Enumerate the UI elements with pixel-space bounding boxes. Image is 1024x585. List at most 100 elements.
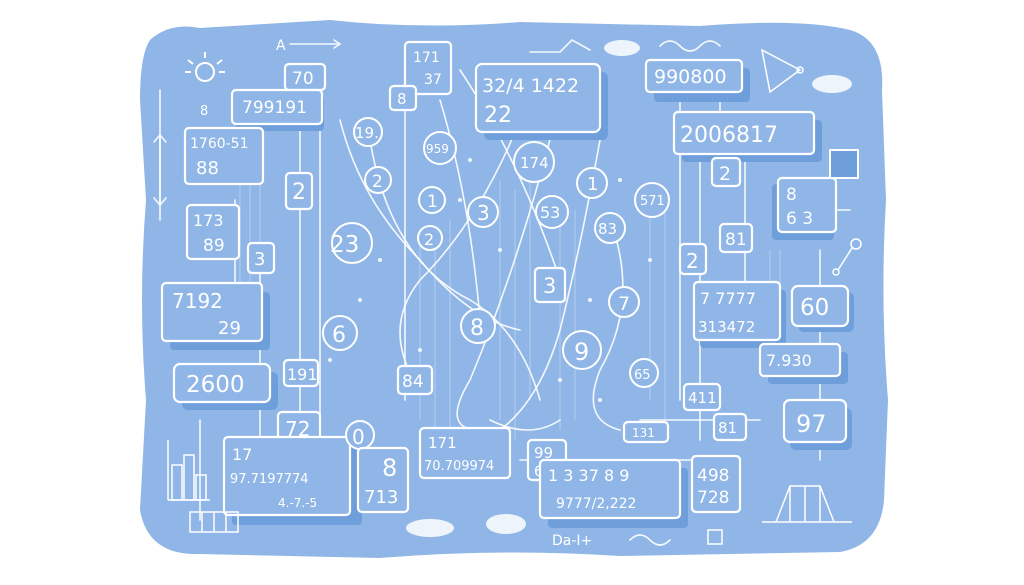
- arrow-icon: [289, 39, 342, 49]
- value-97-7197774: 97.7197774: [230, 472, 309, 487]
- value-bottom-171: 171: [428, 434, 457, 452]
- value-498: 498: [697, 466, 729, 486]
- value-37: 37: [424, 72, 442, 88]
- box-7192-29: [160, 281, 264, 343]
- box-60: [790, 284, 850, 328]
- value-171: 171: [413, 50, 440, 66]
- value-right-6-3: 6 3: [786, 209, 813, 229]
- value-728: 728: [697, 488, 729, 508]
- box-3: [246, 241, 276, 275]
- value-97: 97: [796, 410, 827, 438]
- box-171-37: [403, 40, 453, 96]
- value-right-2a: 2: [719, 163, 731, 185]
- value-mid-8: 8: [470, 316, 484, 341]
- value-6: 6: [332, 323, 346, 348]
- box-191: [282, 358, 320, 388]
- value-571: 571: [640, 194, 665, 209]
- value-65: 65: [634, 368, 651, 383]
- value-70-709974: 70.709974: [424, 459, 494, 474]
- box-right-2a: [710, 156, 742, 188]
- box-right-2b: [678, 242, 708, 276]
- box-1760-51: [183, 126, 265, 186]
- value-right-81: 81: [725, 230, 747, 250]
- box-498-728: [690, 454, 742, 514]
- bottom-text: Da-I+: [552, 533, 592, 549]
- node-1b: [576, 167, 608, 199]
- value-mid-9: 9: [574, 338, 589, 366]
- mountain-line-icon: [529, 39, 591, 53]
- double-arrow-icon: [153, 133, 167, 207]
- value-4-7-5: 4.-7.-5: [278, 496, 317, 510]
- value-70: 70: [292, 69, 314, 89]
- box-81b: [712, 412, 748, 442]
- value-mid-1a: 1: [427, 192, 438, 212]
- value-131: 131: [632, 426, 655, 440]
- node-959: [423, 131, 457, 165]
- bar-chart-doodle-icon: [167, 440, 210, 501]
- value-right-81b: 81: [718, 419, 737, 437]
- box-bottom-left: [222, 435, 352, 517]
- box-84: [396, 364, 434, 396]
- value-3: 3: [254, 249, 265, 270]
- value-959: 959: [426, 142, 449, 156]
- squiggle-icon: [659, 40, 721, 52]
- node-83: [594, 212, 626, 244]
- node-7: [608, 286, 640, 318]
- value-990800: 990800: [654, 66, 727, 88]
- value-29: 29: [218, 318, 241, 339]
- box-81: [718, 222, 754, 254]
- value-2600: 2600: [186, 372, 245, 398]
- value-7-930: 7.930: [766, 351, 812, 370]
- value-mid-2b: 2: [424, 230, 434, 249]
- box-411: [682, 382, 722, 412]
- node-2a: [364, 166, 392, 194]
- node-6: [322, 315, 358, 351]
- cloud-icon: [604, 40, 852, 93]
- box-799191: [230, 88, 324, 126]
- box-8-713: [356, 446, 410, 514]
- box-8-63: [776, 176, 838, 234]
- value-174: 174: [520, 154, 549, 172]
- value-19: 19.: [355, 124, 379, 142]
- value-173: 173: [193, 211, 224, 230]
- value-mid-3b: 3: [543, 274, 556, 298]
- value-mid-2a: 2: [372, 172, 383, 192]
- node-9: [562, 330, 602, 370]
- value-2006817: 2006817: [680, 123, 778, 148]
- value-left-2: 2: [292, 180, 306, 205]
- value-53: 53: [540, 203, 560, 222]
- wave-icon: [629, 534, 671, 546]
- box-7-930: [758, 342, 842, 378]
- value-22: 22: [484, 103, 512, 128]
- value-right-8: 8: [786, 185, 797, 205]
- node-graph-icon: [832, 238, 862, 276]
- value-83: 83: [598, 220, 617, 238]
- value-799191: 799191: [242, 98, 307, 118]
- cloud-icon: [406, 514, 526, 537]
- value-17: 17: [232, 445, 252, 464]
- value-84: 84: [402, 372, 424, 392]
- node-65: [629, 358, 659, 388]
- value-713: 713: [364, 487, 398, 508]
- value-0: 0: [352, 425, 365, 449]
- value-88: 88: [196, 158, 219, 179]
- box-8: [388, 84, 418, 112]
- small-box-icon: [707, 529, 723, 545]
- value-right-2b: 2: [686, 249, 699, 273]
- node-8: [460, 308, 496, 344]
- value-1760-51: 1760-51: [190, 136, 249, 152]
- box-3214-22: [474, 62, 602, 134]
- box-1-3-37-8-9: [538, 458, 682, 520]
- grid-table-icon: [189, 511, 239, 533]
- small-8-label: 8: [200, 104, 208, 119]
- sun-icon: [185, 52, 225, 82]
- box-171-long: [418, 426, 512, 480]
- value-60: 60: [800, 295, 829, 321]
- value-191: 191: [287, 365, 318, 384]
- value-1-3-37-8-9: 1 3 37 8 9: [548, 466, 629, 485]
- node-23: [331, 222, 373, 264]
- box-2006817: [672, 110, 816, 156]
- value-9777-2-222: 9777/2,222: [556, 496, 636, 512]
- node-19: [353, 117, 383, 147]
